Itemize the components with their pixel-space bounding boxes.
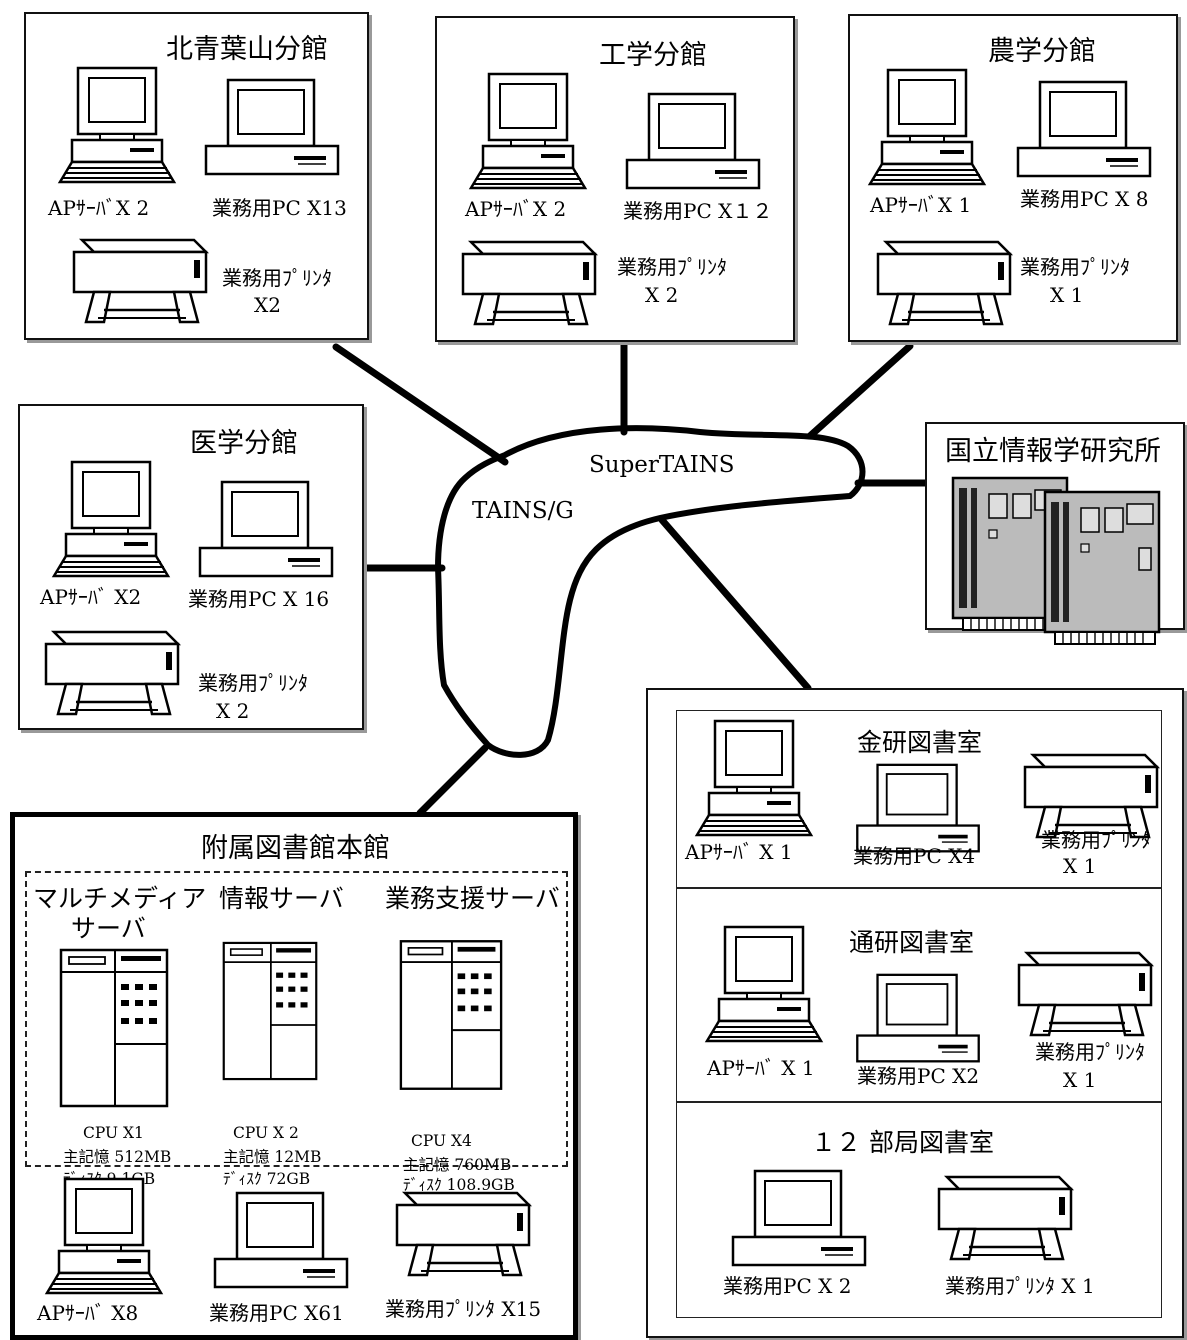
tsuken-printer-label: 業務用ﾌﾟﾘﾝﾀ [1035,1040,1145,1064]
igaku-branch-box: 医学分館 APｻｰﾊﾞ X2 業務用PC X 16 業務用ﾌﾟﾘﾝﾀ X 2 [18,404,364,730]
server-icon [59,948,169,1108]
kinken-title: 金研図書室 [857,728,983,757]
tains-g-label: TAINS/G [472,498,574,524]
work-pc-icon [202,78,342,178]
nougaku-printer-count: X 1 [1050,283,1084,307]
kitaaoba-printer-label: 業務用ﾌﾟﾘﾝﾀ [222,266,332,290]
bukyoku-printer-label: 業務用ﾌﾟﾘﾝﾀ X 1 [945,1274,1095,1298]
igaku-pc-label: 業務用PC X 16 [188,587,330,611]
kitaaoba-branch-box: 北青葉山分館 APｻｰﾊﾞX 2 業務用PC X13 業務用ﾌﾟﾘﾝﾀ X2 [24,12,369,340]
biz-disk: ﾃﾞｨｽｸ 108.9GB [403,1176,515,1194]
printer-icon [393,1189,533,1279]
printer-icon [42,628,182,718]
printer-icon [459,238,599,328]
server-icon [399,927,503,1103]
link-nougaku [806,342,914,440]
kougaku-title: 工学分館 [599,40,707,71]
nougaku-branch-box: 農学分館 APｻｰﾊﾞX 1 業務用PC X 8 業務用ﾌﾟﾘﾝﾀ X 1 [848,14,1178,342]
work-pc-icon [729,1169,869,1269]
bukyoku-title: １２ 部局図書室 [811,1128,994,1157]
printer-icon [874,238,1014,328]
mm-cpu: CPU X1 [83,1124,144,1142]
server-group: マルチメディア サーバ CPU X1 主記憶 512MB ﾃﾞｨｽｸ 9.1GB… [25,871,568,1194]
kougaku-pc-label: 業務用PC X１２ [623,199,773,223]
work-pc-icon [211,1191,351,1291]
work-pc-icon [853,763,983,855]
mm-server-name: マルチメディア [33,884,207,913]
ap-server-icon [43,1177,173,1297]
biz-server-name: 業務支援サーバ [385,884,560,913]
printer-icon [1015,949,1155,1039]
nii-title: 国立情報学研究所 [945,436,1161,467]
honkan-ap-label: APｻｰﾊﾞ X8 [37,1301,139,1325]
kinken-printer-count: X 1 [1063,854,1097,878]
bukyoku-pc-label: 業務用PC X 2 [723,1274,852,1298]
honkan-printer-label: 業務用ﾌﾟﾘﾝﾀ X15 [385,1297,542,1321]
printer-icon [70,236,210,326]
work-pc-icon [1014,80,1154,180]
work-pc-icon [196,480,336,580]
link-bukyoku [658,516,812,692]
kitaaoba-printer-count: X2 [254,293,281,317]
ap-server-icon [50,460,180,580]
igaku-printer-count: X 2 [216,699,250,723]
link-kitaaoba [332,343,509,466]
kitaaoba-pc-label: 業務用PC X13 [212,196,347,220]
nougaku-title: 農学分館 [988,36,1096,67]
link-honkan [416,744,489,817]
igaku-title: 医学分館 [190,428,298,459]
ap-server-icon [693,719,823,839]
info-mem: 主記憶 12MB [223,1148,322,1166]
mm-server-name-2: サーバ [71,914,146,943]
igaku-ap-label: APｻｰﾊﾞ X2 [40,585,142,609]
nougaku-ap-label: APｻｰﾊﾞX 1 [870,193,972,217]
tsuken-printer-count: X 1 [1063,1068,1097,1092]
kinken-pc-label: 業務用PC X4 [853,844,976,868]
info-disk: ﾃﾞｨｽｸ 72GB [223,1170,311,1188]
info-server-name: 情報サーバ [219,884,344,913]
tsuken-ap-label: APｻｰﾊﾞ X 1 [707,1056,815,1080]
mm-mem: 主記憶 512MB [63,1148,172,1166]
ap-server-icon [467,72,597,192]
tsuken-pc-label: 業務用PC X2 [857,1064,980,1088]
tsuken-title: 通研図書室 [849,928,975,957]
kougaku-ap-label: APｻｰﾊﾞX 2 [465,197,567,221]
ap-server-icon [56,66,186,186]
honkan-box: 附属図書館本館 マルチメディア サーバ CPU X1 主記憶 512MB ﾃﾞｨ… [10,812,578,1340]
biz-mem: 主記憶 760MB [403,1156,512,1174]
nii-box: 国立情報学研究所 [925,422,1185,630]
kitaaoba-ap-label: APｻｰﾊﾞX 2 [48,196,150,220]
department-libraries-box: 金研図書室 APｻｰﾊﾞ X 1 業務用PC X4 業務用ﾌﾟﾘﾝﾀ X 1 通… [646,688,1184,1338]
super-tains-label: SuperTAINS [589,452,735,478]
kougaku-printer-label: 業務用ﾌﾟﾘﾝﾀ [617,255,727,279]
nougaku-printer-label: 業務用ﾌﾟﾘﾝﾀ [1020,255,1130,279]
nougaku-pc-label: 業務用PC X 8 [1020,187,1149,211]
igaku-printer-label: 業務用ﾌﾟﾘﾝﾀ [198,671,308,695]
work-pc-icon [623,92,763,192]
biz-cpu: CPU X4 [411,1132,472,1150]
kinken-printer-label: 業務用ﾌﾟﾘﾝﾀ [1041,828,1151,852]
kougaku-printer-count: X 2 [645,283,679,307]
server-board-icon [1041,488,1166,648]
honkan-title: 附属図書館本館 [201,833,390,864]
ap-server-icon [703,925,833,1045]
server-icon [222,927,318,1095]
info-cpu: CPU X 2 [233,1124,299,1142]
work-pc-icon [853,973,983,1065]
bukyoku-section: １２ 部局図書室 業務用PC X 2 業務用ﾌﾟﾘﾝﾀ X 1 [676,1102,1162,1318]
tsuken-section: 通研図書室 APｻｰﾊﾞ X 1 業務用PC X2 業務用ﾌﾟﾘﾝﾀ X 1 [676,888,1162,1102]
kinken-ap-label: APｻｰﾊﾞ X 1 [685,840,793,864]
kinken-section: 金研図書室 APｻｰﾊﾞ X 1 業務用PC X4 業務用ﾌﾟﾘﾝﾀ X 1 [676,710,1162,888]
honkan-pc-label: 業務用PC X61 [209,1301,344,1325]
kougaku-branch-box: 工学分館 APｻｰﾊﾞX 2 業務用PC X１２ 業務用ﾌﾟﾘﾝﾀ X 2 [435,16,795,342]
kitaaoba-title: 北青葉山分館 [166,34,328,65]
super-tains-loop [434,425,866,758]
ap-server-icon [866,68,996,188]
printer-icon [935,1173,1075,1263]
